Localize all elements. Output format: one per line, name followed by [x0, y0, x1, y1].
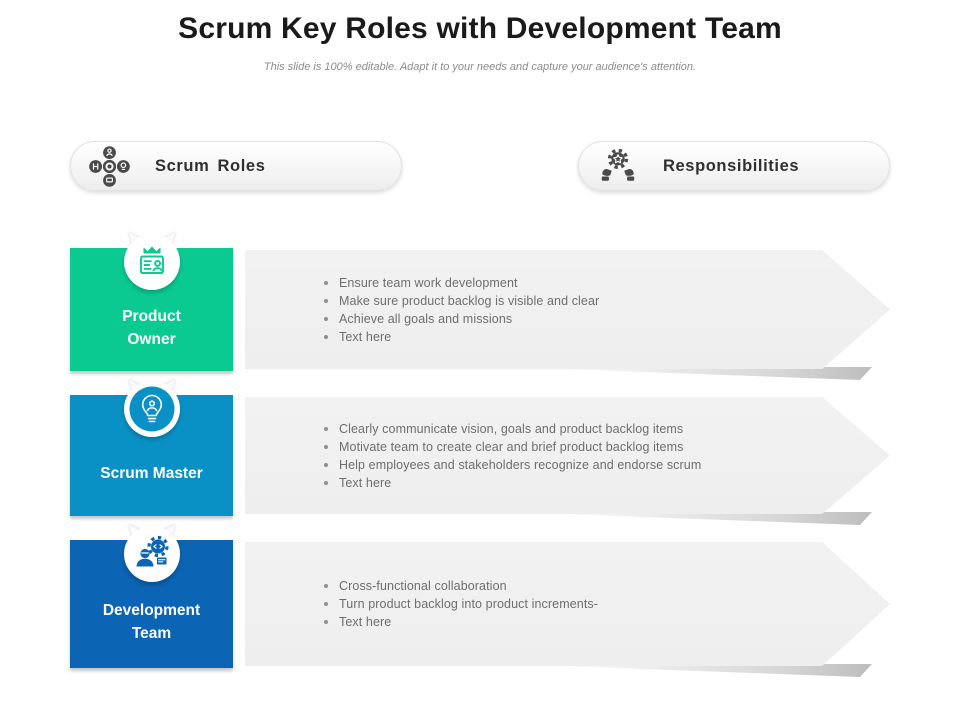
bullet-list-development-team: Cross-functional collaboration Turn prod… — [245, 577, 628, 631]
responsibilities-arrow-development-team[interactable]: Cross-functional collaboration Turn prod… — [245, 542, 890, 666]
header-pill-responsibilities[interactable]: Responsibilities — [578, 141, 890, 191]
row-development-team: Cross-functional collaboration Turn prod… — [70, 518, 890, 677]
slide-subtitle: This slide is 100% editable. Adapt it to… — [263, 61, 697, 73]
role-badge-scrum-master — [121, 373, 182, 437]
lightbulb-person-icon — [123, 381, 180, 437]
bullet-item: Text here — [322, 613, 598, 631]
row-scrum-master: Clearly communicate vision, goals and pr… — [70, 373, 890, 525]
bullet-item: Clearly communicate vision, goals and pr… — [322, 420, 701, 438]
pill-label-responsibilities: Responsibilities — [663, 156, 800, 175]
bullet-item: Achieve all goals and missions — [322, 310, 599, 328]
bullet-list-scrum-master: Clearly communicate vision, goals and pr… — [245, 420, 731, 492]
responsibilities-arrow-scrum-master[interactable]: Clearly communicate vision, goals and pr… — [245, 397, 890, 514]
role-box-product-owner[interactable]: Product Owner — [70, 226, 233, 371]
hands-holding-gear-star-icon — [594, 143, 641, 190]
role-badge-development-team — [121, 518, 182, 582]
role-label: Development Team — [102, 602, 201, 642]
slide-title: Scrum Key Roles with Development Team — [178, 12, 782, 45]
developer-gear-code-icon — [123, 526, 180, 582]
pill-label-scrum-roles: Scrum Roles — [155, 156, 266, 175]
role-badge-product-owner — [121, 226, 182, 290]
bullet-item: Turn product backlog into product increm… — [322, 595, 598, 613]
bullet-item: Cross-functional collaboration — [322, 577, 598, 595]
bullet-item: Help employees and stakeholders recogniz… — [322, 456, 701, 474]
role-box-scrum-master[interactable]: Scrum Master — [70, 373, 233, 516]
bullet-item: Ensure team work development — [322, 274, 599, 292]
bullet-item: Text here — [322, 328, 599, 346]
role-label: Product Owner — [122, 307, 181, 348]
row-product-owner: Ensure team work development Make sure p… — [70, 226, 890, 380]
bullet-list-product-owner: Ensure team work development Make sure p… — [245, 274, 629, 346]
role-box-development-team[interactable]: Development Team — [70, 518, 233, 668]
header-pill-scrum-roles[interactable]: Scrum Roles — [70, 141, 402, 191]
bullet-item: Motivate team to create clear and brief … — [322, 438, 701, 456]
bullet-item: Text here — [322, 474, 701, 492]
bullet-item: Make sure product backlog is visible and… — [322, 292, 599, 310]
responsibilities-arrow-product-owner[interactable]: Ensure team work development Make sure p… — [245, 250, 890, 369]
scrum-roles-cluster-icon — [86, 143, 133, 190]
id-card-crown-icon — [123, 234, 180, 290]
role-label: Scrum Master — [100, 465, 203, 482]
